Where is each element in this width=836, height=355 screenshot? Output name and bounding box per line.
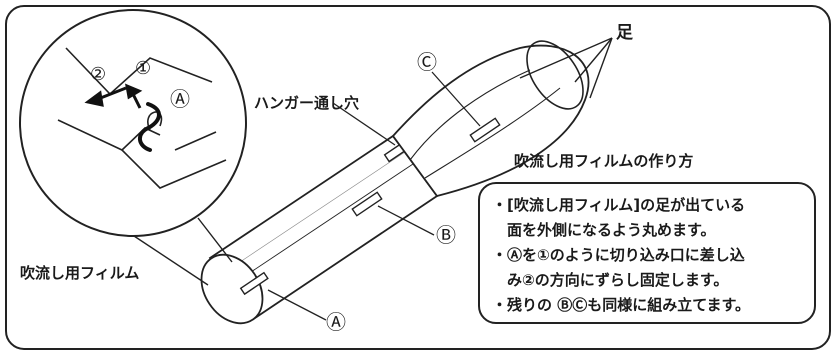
instruction-line-3: ・Ⓐを①のように切り込み口に差し込 [492,246,745,264]
label-leaders [267,71,481,321]
slot-c [469,117,501,143]
legs-leaders [519,37,613,99]
instruction-line-4: み②の方向にずらし固定します。 [492,271,729,289]
outer-frame [5,5,831,350]
magnifier-detail [57,47,227,189]
step-1-mark: ① [135,58,152,79]
instruction-line-5: ・残りの ⒷⒸも同様に組み立てます。 [492,296,750,314]
mark-b: Ⓑ [436,223,456,247]
magnifier-connectors [133,217,233,286]
instruction-box: ・[吹流し用フィルム]の足が出ている 面を外側になるよう丸めます。 ・Ⓐを①のよ… [478,182,816,324]
slot-b [351,191,383,217]
mark-a-bottom: Ⓐ [326,310,346,334]
label-hanger-hole: ハンガー通し穴 [254,94,360,112]
label-title: 吹流し用フィルムの作り方 [514,152,694,170]
label-legs: 足 [616,23,633,43]
mark-a-magnifier: Ⓐ [170,87,190,111]
arrow-2 [84,86,127,107]
tab-hook [138,102,161,152]
instruction-line-1: ・[吹流し用フィルム]の足が出ている [492,196,746,214]
mark-c: Ⓒ [417,50,437,74]
instruction-line-2: 面を外側になるよう丸めます。 [492,221,716,239]
step-2-mark: ② [90,64,107,85]
tube-end [200,253,264,325]
slot-a [239,271,269,296]
magnifier-circle [19,9,247,237]
label-film: 吹流し用フィルム [20,264,140,282]
arrow-1 [125,83,143,109]
